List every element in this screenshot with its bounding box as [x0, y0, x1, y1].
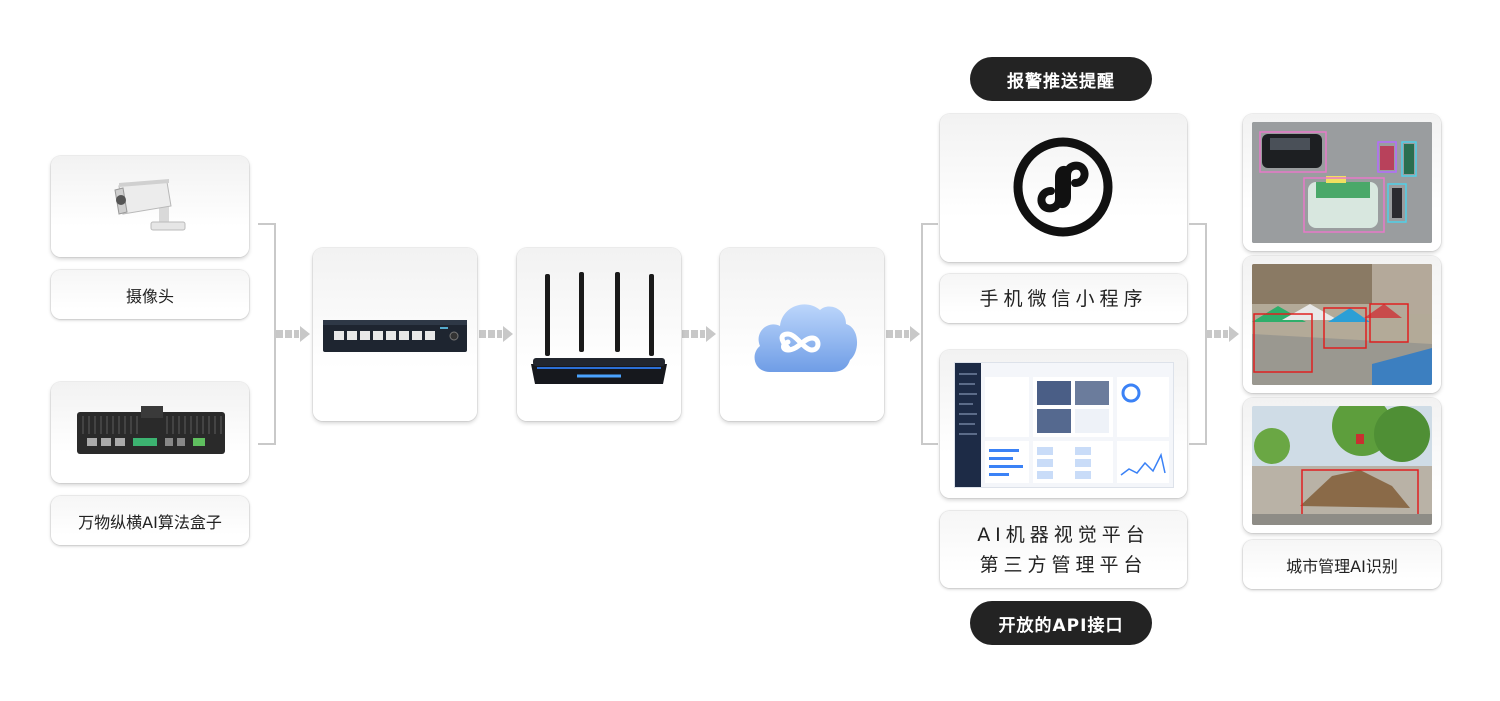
city-photo-card-2 — [1243, 256, 1441, 393]
router-card — [517, 248, 681, 421]
api-pill: 开放的API接口 — [970, 601, 1152, 645]
arrow-3 — [682, 326, 716, 342]
alarm-pill: 报警推送提醒 — [970, 57, 1152, 101]
camera-label: 摄像头 — [51, 270, 249, 319]
city-ai-label: 城市管理AI识别 — [1243, 540, 1441, 589]
city-photo-card-1 — [1243, 114, 1441, 251]
switch-card — [313, 248, 477, 421]
right-bracket-bottom — [1189, 443, 1206, 445]
edge-computer-icon — [75, 404, 227, 460]
dirt-pile-detection-photo — [1252, 406, 1432, 525]
mid-bracket-top — [921, 223, 938, 225]
network-switch-icon — [322, 316, 468, 356]
left-bracket-vertical — [274, 223, 276, 445]
mini-program-card — [940, 114, 1187, 262]
right-bracket-vertical — [1205, 223, 1207, 445]
wifi-router-icon — [527, 272, 671, 392]
platform-label: AI机器视觉平台 第三方管理平台 — [940, 511, 1187, 588]
ai-box-label: 万物纵横AI算法盒子 — [51, 496, 249, 545]
left-bracket-bottom — [258, 443, 275, 445]
right-bracket-top — [1189, 223, 1206, 225]
ai-box-card — [51, 382, 249, 483]
left-bracket-top — [258, 223, 275, 225]
mid-bracket-bottom — [921, 443, 938, 445]
arrow-2 — [479, 326, 513, 342]
cloud-infinity-icon — [748, 292, 860, 376]
security-camera-icon — [109, 178, 189, 234]
platform-card — [940, 350, 1187, 498]
mid-bracket-vertical — [921, 223, 923, 445]
dashboard-screenshot — [954, 362, 1174, 488]
street-vendor-detection-photo — [1252, 264, 1432, 385]
arrow-1 — [276, 326, 310, 342]
mini-program-label: 手机微信小程序 — [940, 274, 1187, 323]
wechat-mini-program-icon — [1013, 137, 1113, 237]
city-photo-card-3 — [1243, 398, 1441, 533]
arrow-4 — [886, 326, 920, 342]
camera-card — [51, 156, 249, 257]
cloud-card — [720, 248, 884, 421]
arrow-5 — [1205, 326, 1239, 342]
traffic-detection-photo — [1252, 122, 1432, 243]
